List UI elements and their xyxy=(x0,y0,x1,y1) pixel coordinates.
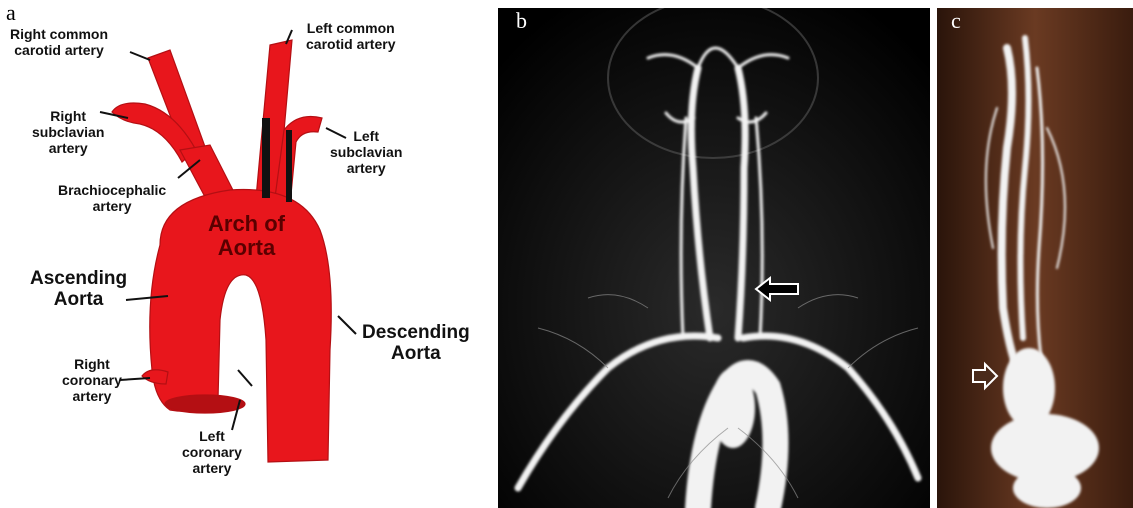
aortic-root-opening xyxy=(165,395,245,413)
label-ascending-aorta: Ascending Aorta xyxy=(30,268,127,310)
panel-c-mra-oblique: c xyxy=(937,8,1133,508)
label-right-common-carotid: Right common carotid artery xyxy=(10,26,108,58)
label-descending-aorta: Descending Aorta xyxy=(362,322,470,364)
label-right-subclavian: Right subclavian artery xyxy=(32,108,104,156)
mra-frontal-image xyxy=(498,8,930,508)
label-left-coronary: Left coronary artery xyxy=(182,428,242,476)
right-coronary-vessel xyxy=(142,370,168,384)
panel-a-aorta-diagram: a xyxy=(0,0,492,508)
mra-oblique-image xyxy=(937,8,1133,508)
label-brachiocephalic: Brachiocephalic artery xyxy=(58,182,166,214)
panel-letter-b: b xyxy=(516,10,527,32)
label-left-subclavian: Left subclavian artery xyxy=(330,128,402,176)
panel-letter-c: c xyxy=(951,10,961,32)
label-arch-of-aorta: Arch of Aorta xyxy=(208,212,285,260)
label-right-coronary: Right coronary artery xyxy=(62,356,122,404)
panel-b-mra-frontal: b xyxy=(498,8,930,508)
label-left-common-carotid: Left common carotid artery xyxy=(306,20,395,52)
